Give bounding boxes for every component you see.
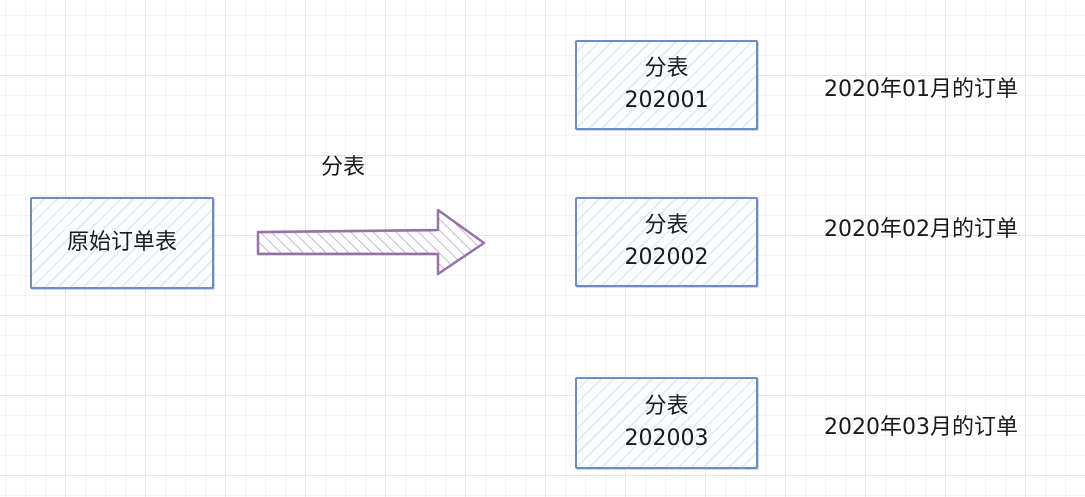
shard-table-box-202003[interactable]: 分表 202003	[575, 377, 758, 469]
original-order-table-label: 原始订单表	[66, 230, 177, 255]
shard-table-box-202002[interactable]: 分表 202002	[575, 197, 758, 287]
shard-description-202003: 2020年03月的订单	[824, 415, 1018, 440]
arrow-label: 分表	[321, 155, 366, 180]
shard-table-title: 分表	[644, 56, 689, 81]
shard-table-box-202001[interactable]: 分表 202001	[575, 40, 758, 130]
shard-table-suffix: 202002	[624, 245, 709, 270]
split-arrow[interactable]	[250, 200, 495, 285]
shard-table-suffix: 202003	[624, 426, 709, 451]
shard-table-title: 分表	[644, 394, 689, 419]
shard-description-202002: 2020年02月的订单	[824, 217, 1018, 242]
split-arrow-shape	[256, 208, 486, 276]
shard-table-suffix: 202001	[624, 88, 709, 113]
shard-description-202001: 2020年01月的订单	[824, 77, 1018, 102]
original-order-table-box[interactable]: 原始订单表	[30, 197, 214, 289]
shard-table-title: 分表	[644, 213, 689, 238]
split-arrow-sketch-stroke	[259, 230, 437, 254]
